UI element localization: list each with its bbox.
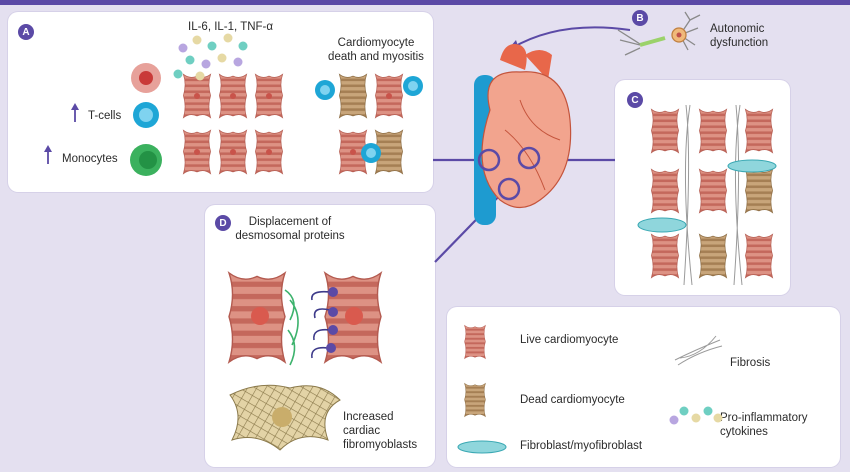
inflamed-cell-icon (131, 63, 161, 93)
neuron-icon (617, 11, 701, 56)
panel-c-fibroblasts (637, 159, 777, 233)
legend-fibroblast-icon (457, 440, 507, 454)
monocyte-icon (130, 144, 162, 176)
top-accent-bar (0, 0, 850, 5)
myositis-label: Cardiomyocyte death and myositis (326, 36, 426, 64)
desmosome-title-line1: Displacement of (248, 216, 332, 228)
fibromyoblast-label-line3: fibromyoblasts (343, 439, 418, 451)
legend-dead-label: Dead cardiomyocyte (520, 394, 625, 406)
legend-cytokines-label: Pro-inflammatory cytokines (720, 411, 808, 439)
desmosome-proteins (284, 287, 338, 366)
legend-cytokines-icon (669, 406, 723, 425)
up-arrow-icon (44, 103, 79, 164)
cytokine-cluster (173, 33, 248, 81)
fibromyoblast-label: Increased cardiac fibromyoblasts (343, 410, 417, 452)
legend-cytokines-line2: cytokines (720, 426, 768, 438)
legend-cytokines-line1: Pro-inflammatory (720, 412, 808, 424)
panel-d-badge: D (215, 215, 231, 231)
legend-fibroblast-label: Fibroblast/myofibroblast (520, 440, 643, 452)
legend-panel: Live cardiomyocyte Dead cardiomyocyte Fi… (447, 307, 840, 467)
legend-live-icon (464, 325, 486, 359)
tcells-label: T-cells (88, 110, 122, 122)
autonomic-label: Autonomic dysfunction (710, 22, 768, 50)
myositis-label-line2: death and myositis (328, 51, 424, 63)
legend-fibrosis-icon (674, 335, 723, 366)
panel-c-fibrosis-strands (683, 104, 743, 286)
monocytes-label: Monocytes (62, 153, 118, 165)
autonomic-label-line1: Autonomic (710, 23, 765, 35)
panel-a-nuclei (194, 93, 392, 155)
autonomic-arrow (511, 26, 631, 49)
panel-d-nuclei (251, 307, 363, 325)
autonomic-label-line2: dysfunction (710, 37, 769, 49)
panel-c-badge: C (627, 92, 643, 108)
panel-b-badge: B (632, 10, 648, 26)
desmosome-title: Displacement of desmosomal proteins (235, 215, 345, 243)
panel-a-badge: A (18, 24, 34, 40)
myositis-tcell-icons (315, 76, 423, 163)
legend-dead-icon (464, 383, 486, 417)
myositis-label-line1: Cardiomyocyte (337, 37, 415, 49)
desmosome-title-line2: desmosomal proteins (235, 230, 345, 242)
tcell-icon (133, 102, 159, 128)
cytokines-label: IL-6, IL-1, TNF-α (188, 21, 274, 33)
legend-live-label: Live cardiomyocyte (520, 334, 619, 346)
fibromyoblast-label-line2: cardiac (343, 425, 381, 437)
fibromyoblast-label-line1: Increased (343, 411, 394, 423)
fibromyoblast-icon (229, 384, 341, 451)
legend-fibrosis-label: Fibrosis (730, 357, 771, 369)
heart-icon (474, 44, 572, 225)
